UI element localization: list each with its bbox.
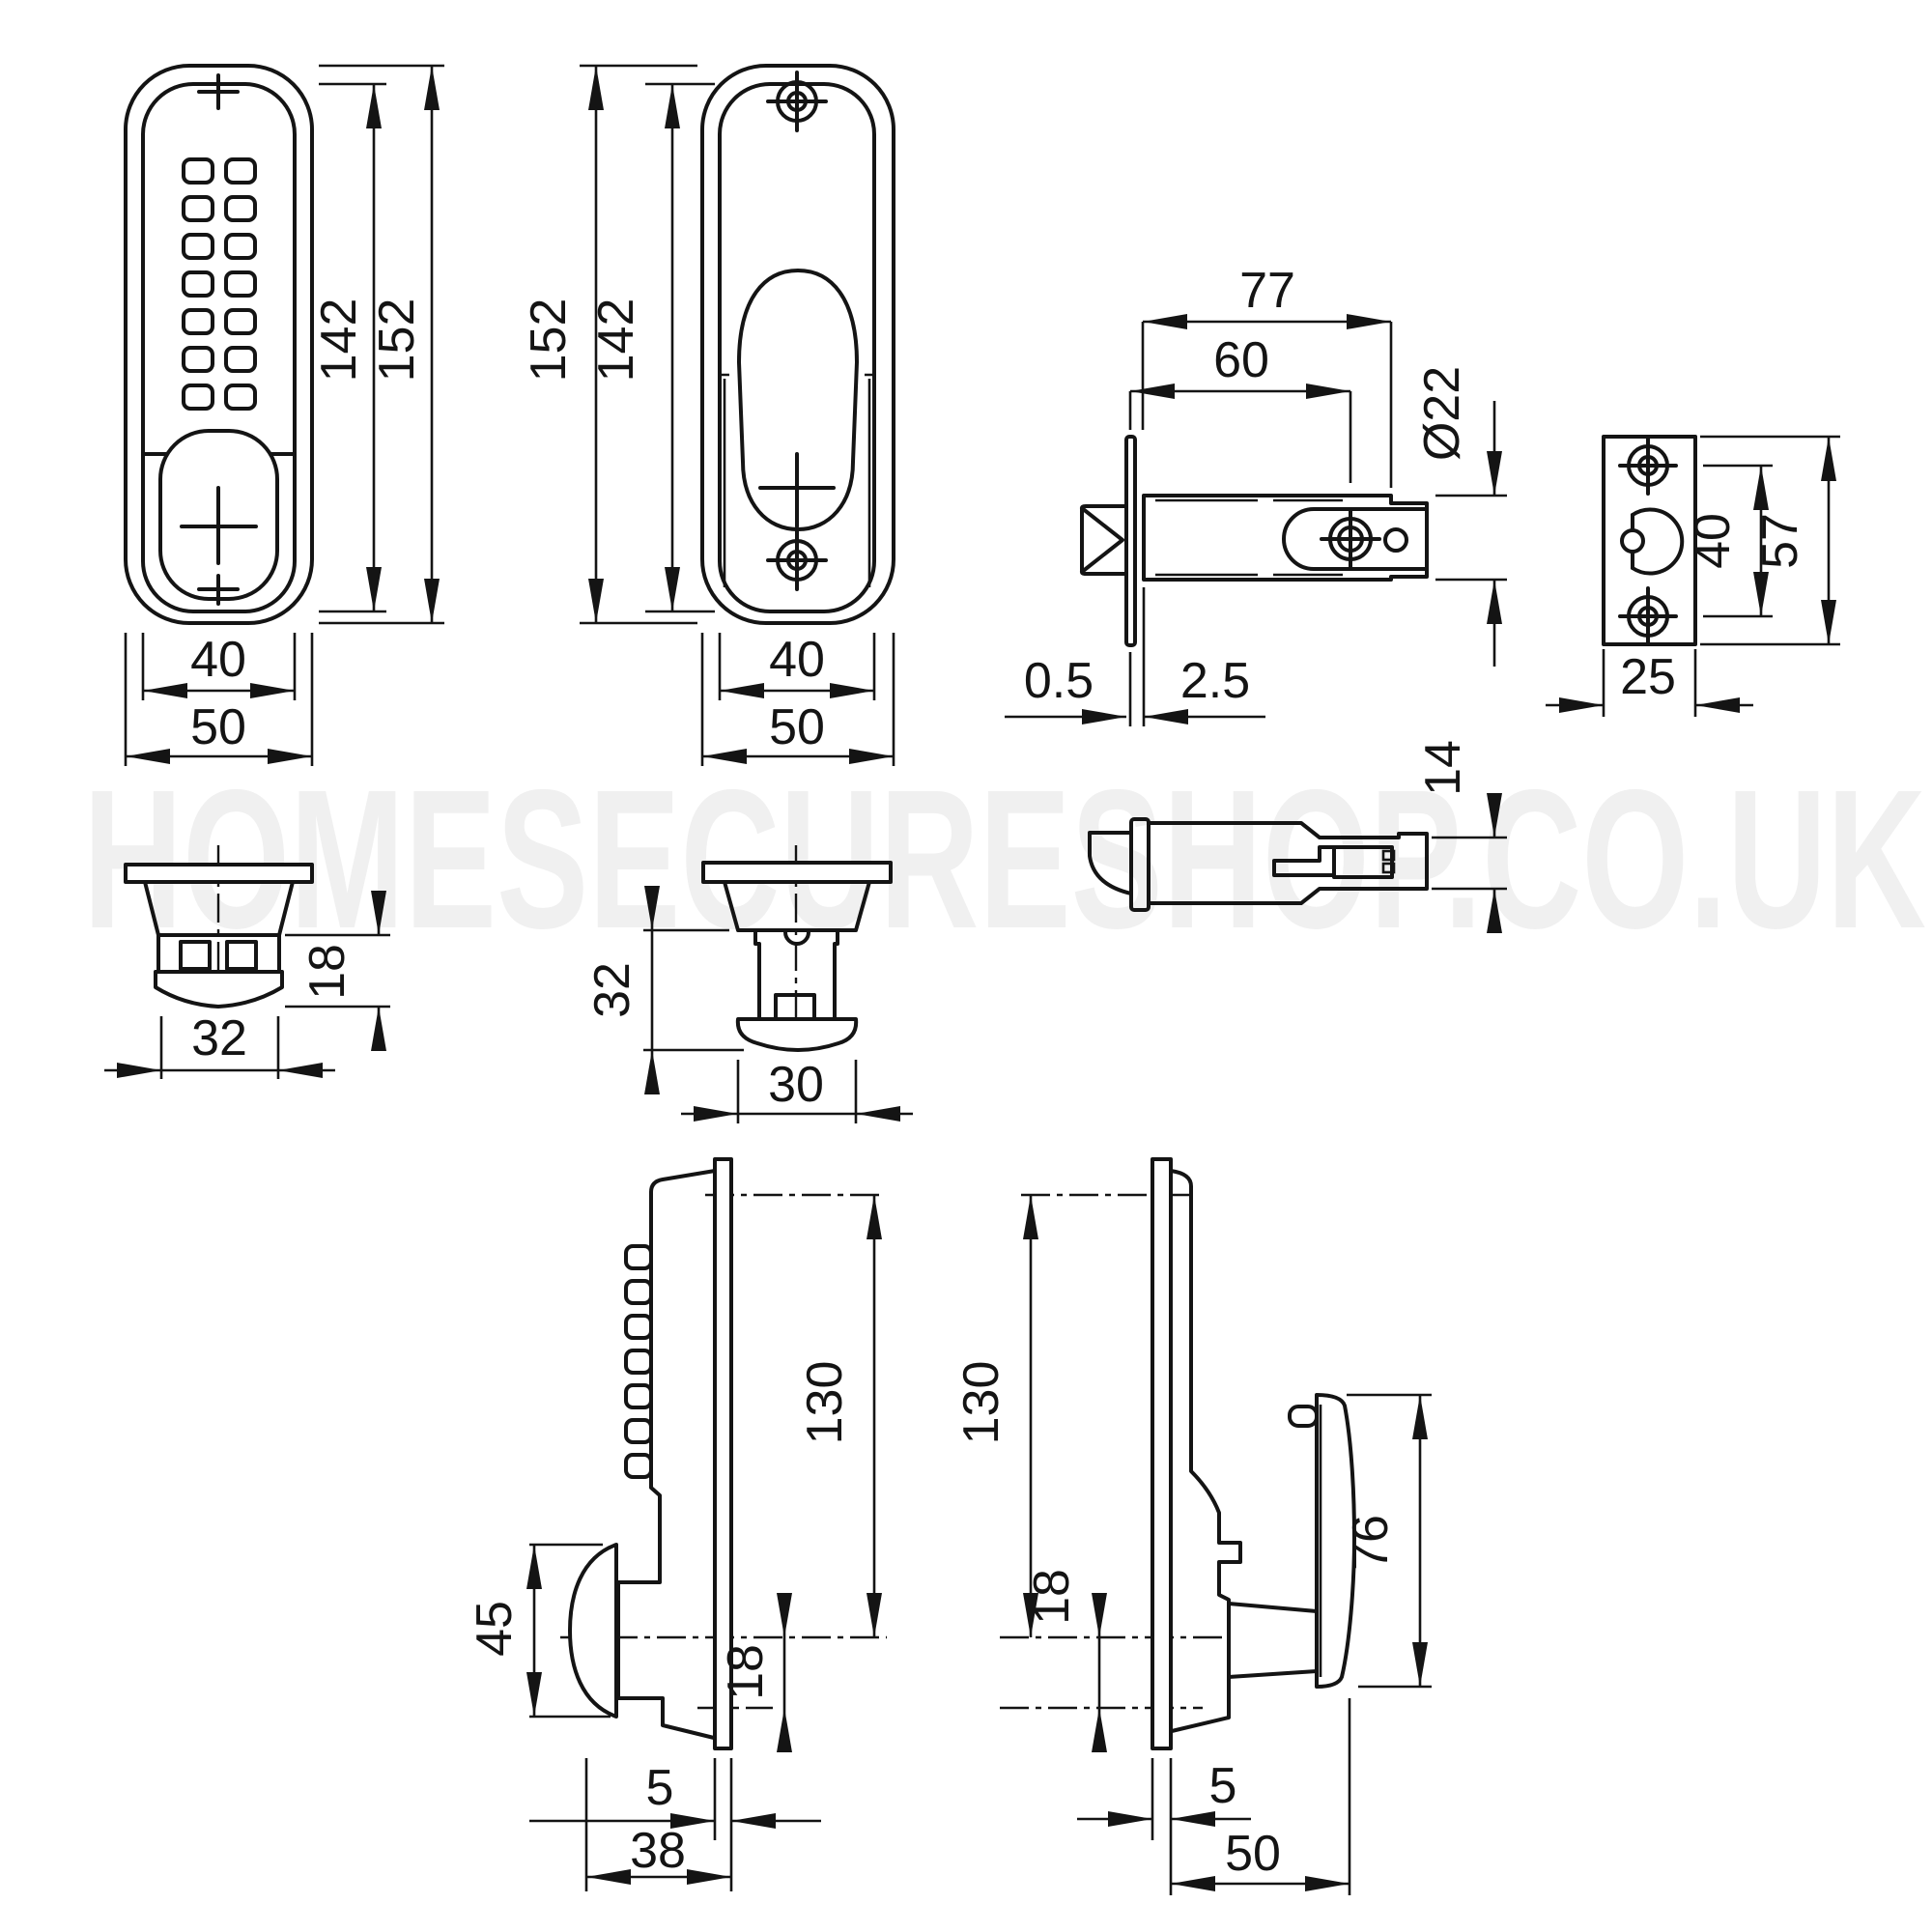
handle-hook-tab <box>1288 1405 1319 1428</box>
dim-label-130: 130 <box>797 1361 853 1445</box>
mounting-plate <box>713 1157 733 1750</box>
spindle-detail <box>1381 862 1396 874</box>
top-cross-mark <box>197 73 240 110</box>
dim-label-18: 18 <box>1024 1569 1080 1625</box>
dim-label-142: 142 <box>588 298 644 383</box>
dim-label-50: 50 <box>769 699 825 755</box>
screw-hole <box>766 529 828 591</box>
adapter-stem <box>753 928 839 1021</box>
watermark-text: HOMESECURESHOP.CO.UK <box>83 749 1926 970</box>
dim-label-40: 40 <box>1685 513 1741 569</box>
dim-label-76: 76 <box>1343 1515 1399 1571</box>
adapter-notch <box>179 940 212 971</box>
mounting-plate <box>1151 1157 1173 1750</box>
screw-hole <box>1618 436 1678 496</box>
dim-label-50: 50 <box>190 699 246 755</box>
thumbturn-paddle <box>737 269 859 531</box>
turn-side-view: 130 18 76 5 50 <box>953 1157 1432 1895</box>
latch-bolt-view: 77 60 Ø22 0.5 2.5 <box>1005 263 1507 726</box>
dim-label-130: 130 <box>953 1361 1009 1445</box>
keypad-front-view: 142 152 40 50 <box>124 64 444 766</box>
dim-label-40: 40 <box>190 632 246 688</box>
latch-faceplate <box>1124 435 1137 647</box>
dim-label-25: 25 <box>1620 649 1676 705</box>
screw-hole <box>766 71 828 132</box>
adapter-body <box>143 880 295 974</box>
screw-hole <box>1618 586 1678 646</box>
dim-label-152: 152 <box>521 298 577 383</box>
strike-plate-view: 40 57 25 <box>1546 435 1840 717</box>
back-plate-view: 152 142 40 50 <box>521 64 895 766</box>
knob-adapter-view: 18 32 <box>104 845 390 1079</box>
button-bumps <box>624 1244 653 1479</box>
dim-label-32: 32 <box>584 962 640 1018</box>
paddle-cross-mark <box>758 452 836 528</box>
dim-label-50: 50 <box>1225 1826 1281 1882</box>
adapter-flange <box>124 863 314 884</box>
strike-latch-hole <box>1620 507 1685 576</box>
dim-label-5: 5 <box>646 1760 674 1816</box>
dim-label-25: 2.5 <box>1180 653 1250 709</box>
thumbturn-base <box>1227 1602 1319 1679</box>
adapter-cap <box>735 1017 859 1052</box>
dim-label-d22: Ø22 <box>1414 366 1470 461</box>
turn-adapter-view: 32 30 <box>584 845 913 1123</box>
spindle-detail <box>1381 849 1396 862</box>
knob-cross-mark <box>180 486 258 565</box>
adapter-notch <box>225 940 258 971</box>
adapter-flange <box>701 861 893 884</box>
recess-lines <box>718 373 876 587</box>
dim-label-142: 142 <box>311 298 367 383</box>
latch-body <box>1142 494 1429 582</box>
spindle-bracket <box>1332 845 1394 879</box>
dim-label-38: 38 <box>630 1823 686 1879</box>
dim-label-57: 57 <box>1752 513 1808 569</box>
spindle-view: 14 <box>1088 740 1507 933</box>
dim-label-14: 14 <box>1415 740 1471 796</box>
front-plate-outline <box>124 64 314 625</box>
spindle-flange <box>1129 817 1151 912</box>
latch-slot <box>1282 507 1429 571</box>
stem-tab <box>774 993 816 1021</box>
stem-notch <box>783 930 810 946</box>
dim-label-05: 0.5 <box>1024 653 1094 709</box>
latch-seam-lines <box>1155 498 1343 577</box>
knob-profile <box>568 1543 618 1719</box>
dim-label-18: 18 <box>718 1644 774 1700</box>
dim-label-152: 152 <box>369 298 425 383</box>
dim-label-77: 77 <box>1239 263 1295 319</box>
latch-crosshair <box>1320 508 1381 570</box>
dim-label-32: 32 <box>191 1010 247 1066</box>
dim-label-60: 60 <box>1213 332 1269 388</box>
latch-bolt <box>1080 504 1128 576</box>
spindle-hook <box>1088 831 1133 895</box>
dim-label-18: 18 <box>299 944 355 1000</box>
lock-body-profile <box>1169 1169 1242 1733</box>
thumbturn-handle-profile <box>1315 1393 1356 1689</box>
back-plate-outline <box>700 64 895 625</box>
dim-label-40: 40 <box>769 632 825 688</box>
spindle-body <box>1147 821 1429 905</box>
keypad-buttons <box>182 157 257 411</box>
dim-label-45: 45 <box>467 1601 523 1657</box>
adapter-cap <box>154 970 284 1009</box>
dim-label-5: 5 <box>1209 1758 1237 1814</box>
bottom-cross-mark <box>197 574 240 606</box>
dim-label-30: 30 <box>768 1057 824 1113</box>
keypad-side-view: 130 18 45 5 38 <box>467 1157 887 1891</box>
latch-pin-hole <box>1383 527 1408 553</box>
